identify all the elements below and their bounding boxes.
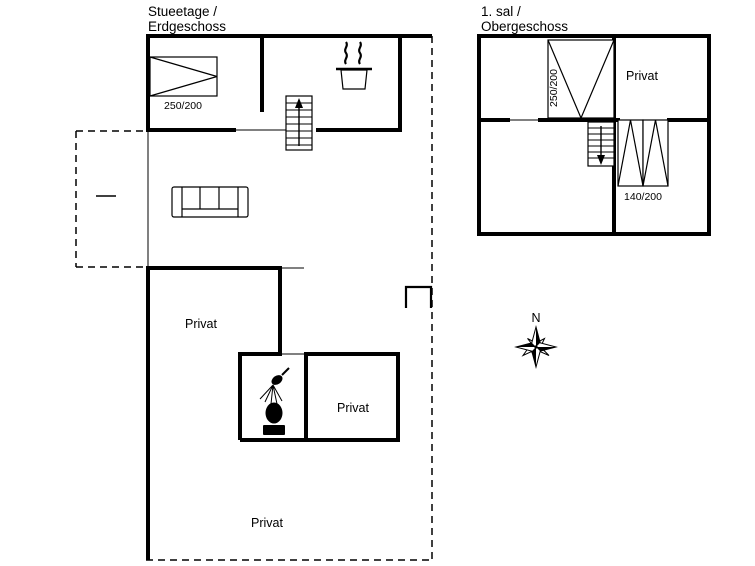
double-door-icon — [617, 119, 669, 187]
compass-main-star — [514, 325, 558, 369]
upper-floor-title-line1: 1. sal / — [481, 4, 521, 19]
upper-floor-plan: 1. sal / Obergeschoss 250/200 — [477, 4, 711, 236]
room-label-privat-3: Privat — [251, 516, 283, 530]
ground-floor-title-line2: Erdgeschoss — [148, 19, 226, 34]
chimney-niche — [404, 285, 433, 308]
compass-north-label: N — [531, 311, 540, 325]
room-label-privat-1: Privat — [185, 317, 217, 331]
stairs-up-icon — [285, 95, 313, 151]
ground-floor-bed-dimension: 250/200 — [164, 100, 202, 112]
ground-floor-door-openings — [147, 129, 304, 355]
compass-rose-icon: N — [514, 311, 558, 369]
stairs-down-icon — [587, 121, 615, 167]
ground-floor-walls — [146, 34, 432, 560]
plot-dashed-boundary — [146, 36, 433, 561]
bed-icon — [149, 56, 218, 97]
upper-floor-bed-dimension: 250/200 — [548, 69, 560, 107]
upper-floor-door-dimension: 140/200 — [624, 191, 662, 203]
shower-icon — [259, 367, 290, 405]
stove-pot-icon — [336, 41, 372, 90]
toilet-icon — [263, 402, 285, 435]
upper-floor-title-line2: Obergeschoss — [481, 19, 568, 34]
room-label-privat-2: Privat — [337, 401, 369, 415]
upper-bed-icon — [547, 39, 615, 119]
terrace-dashed-outline — [75, 130, 146, 268]
ground-floor-plan: Stueetage / Erdgeschoss — [75, 4, 433, 561]
ground-floor-title-line1: Stueetage / — [148, 4, 217, 19]
sofa-icon — [171, 186, 249, 218]
room-label-privat-upper: Privat — [626, 69, 658, 83]
